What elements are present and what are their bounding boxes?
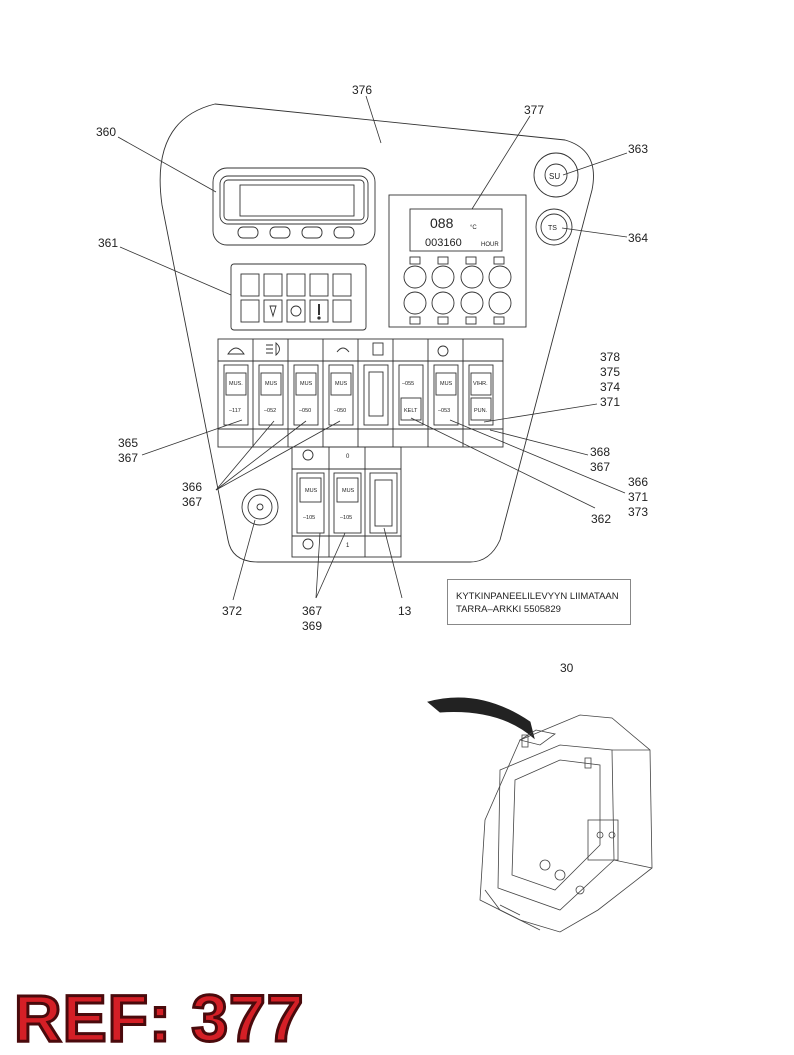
callout-372: 372 (222, 604, 243, 618)
gauge-ts-label: TS (548, 225, 557, 232)
gauge-su-label: SU (549, 172, 560, 181)
switch-label-2: MUS (265, 381, 278, 387)
lower-value-1: 1 (346, 543, 350, 549)
callout-365: 365 (118, 436, 139, 450)
callout-362: 362 (591, 512, 612, 526)
switch-label-4: MUS (335, 381, 348, 387)
pointer-arrow (427, 697, 535, 740)
lower-switch-block (291, 446, 402, 558)
switch-code-1: –117 (229, 408, 241, 414)
ref-label: REF: 377 (12, 981, 305, 1055)
note-line-1: KYTKINPANEELILEVYYN LIIMATAAN (456, 591, 619, 602)
callout-364: 364 (628, 231, 649, 245)
switch-code-4: –050 (334, 408, 346, 414)
callout-376: 376 (352, 83, 373, 97)
switch-code-3: –050 (299, 408, 311, 414)
lower-switch-code-1: –105 (303, 515, 315, 521)
callout-378-group: 378 375 374 371 (600, 350, 620, 410)
callout-367d: 367 (302, 604, 323, 618)
display-temp-unit: °C (470, 225, 477, 231)
callout-368: 368 (590, 445, 611, 459)
callout-367b: 367 (590, 460, 611, 474)
switch-puna: PUN. (474, 408, 488, 414)
leader-lines (117, 95, 628, 601)
callout-367-group: 367 369 (302, 604, 322, 634)
ts-gauge (535, 208, 573, 246)
callout-369: 369 (302, 619, 323, 633)
callout-365-group: 365 367 (118, 436, 138, 466)
callout-373: 373 (628, 505, 649, 519)
callout-366b: 366 (628, 475, 649, 489)
switch-label-7: MUS (440, 381, 453, 387)
switch-code-6: –055 (402, 381, 414, 387)
display-hours: 003160 (425, 237, 462, 249)
switch-code-7: –053 (438, 408, 450, 414)
callout-378: 378 (600, 350, 621, 364)
switch-label-3: MUS (300, 381, 313, 387)
switch-code-2: –052 (264, 408, 276, 414)
lower-switch-label-1: MUS (305, 488, 318, 494)
callout-366-group: 366 367 (182, 480, 202, 510)
lower-value-0: 0 (346, 454, 350, 460)
su-gauge (533, 152, 579, 198)
upper-switch-row (217, 338, 504, 448)
callout-377: 377 (524, 103, 545, 117)
callout-361: 361 (98, 236, 119, 250)
switch-label-8: VIHR. (473, 381, 488, 387)
callout-371b: 371 (628, 490, 649, 504)
indicator-lamp-block (230, 263, 367, 331)
display-temp: 088 (430, 215, 454, 231)
lower-switch-code-2: –105 (340, 515, 352, 521)
callout-13: 13 (398, 604, 412, 618)
mpm-display-block (388, 194, 527, 328)
callout-367a: 367 (118, 451, 139, 465)
panel-outline (159, 103, 594, 563)
callout-363: 363 (628, 142, 649, 156)
display-hours-unit: HOUR (481, 242, 499, 248)
note-line-2: TARRA–ARKKI 5505829 (456, 604, 561, 615)
switch-label-1: MUS. (229, 381, 243, 387)
machine-cab-illustration (479, 714, 653, 933)
callout-366a: 366 (182, 480, 203, 494)
callout-368-group: 368 367 (590, 445, 610, 475)
label-note-box: KYTKINPANEELILEVYYN LIIMATAAN TARRA–ARKK… (447, 579, 631, 625)
callout-374: 374 (600, 380, 621, 394)
callout-366b-group: 366 371 373 (628, 475, 648, 520)
callout-371: 371 (600, 395, 621, 409)
callout-30: 30 (560, 661, 574, 675)
switch-kelt: KELT (404, 408, 418, 414)
callout-375: 375 (600, 365, 621, 379)
callout-360: 360 (96, 125, 117, 139)
lower-switch-label-2: MUS (342, 488, 355, 494)
info-display-unit (212, 167, 376, 246)
callout-367c: 367 (182, 495, 203, 509)
key-switch (241, 488, 279, 526)
